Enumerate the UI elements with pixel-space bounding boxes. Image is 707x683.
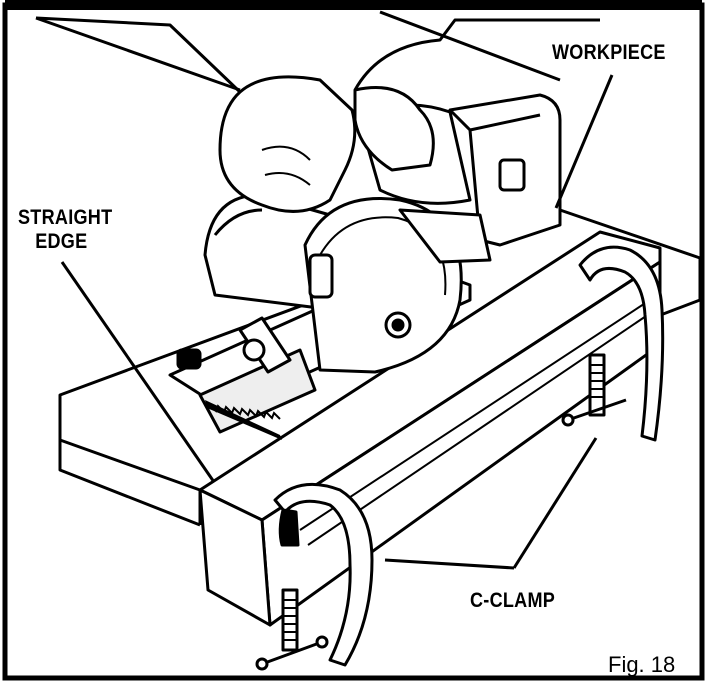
c-clamp-rear xyxy=(561,245,665,442)
label-straight-edge: STRAIGHT EDGE xyxy=(18,207,112,252)
label-straight-edge-line1: STRAIGHT xyxy=(18,206,113,229)
label-workpiece: WORKPIECE xyxy=(552,41,666,64)
leader-c-clamp-front xyxy=(384,558,515,570)
leader-workpiece xyxy=(554,74,614,209)
saw-blade-teeth xyxy=(205,400,282,440)
leader-lines xyxy=(60,74,614,570)
label-c-clamp: C-CLAMP xyxy=(470,589,556,612)
c-clamp-front xyxy=(255,482,374,671)
circular-saw xyxy=(176,93,562,374)
label-straight-edge-line2: EDGE xyxy=(35,230,88,253)
leader-straight-edge xyxy=(60,261,216,483)
leader-c-clamp-rear xyxy=(512,437,598,569)
figure-caption: Fig. 18 xyxy=(608,652,676,677)
operator-hands xyxy=(35,16,600,213)
